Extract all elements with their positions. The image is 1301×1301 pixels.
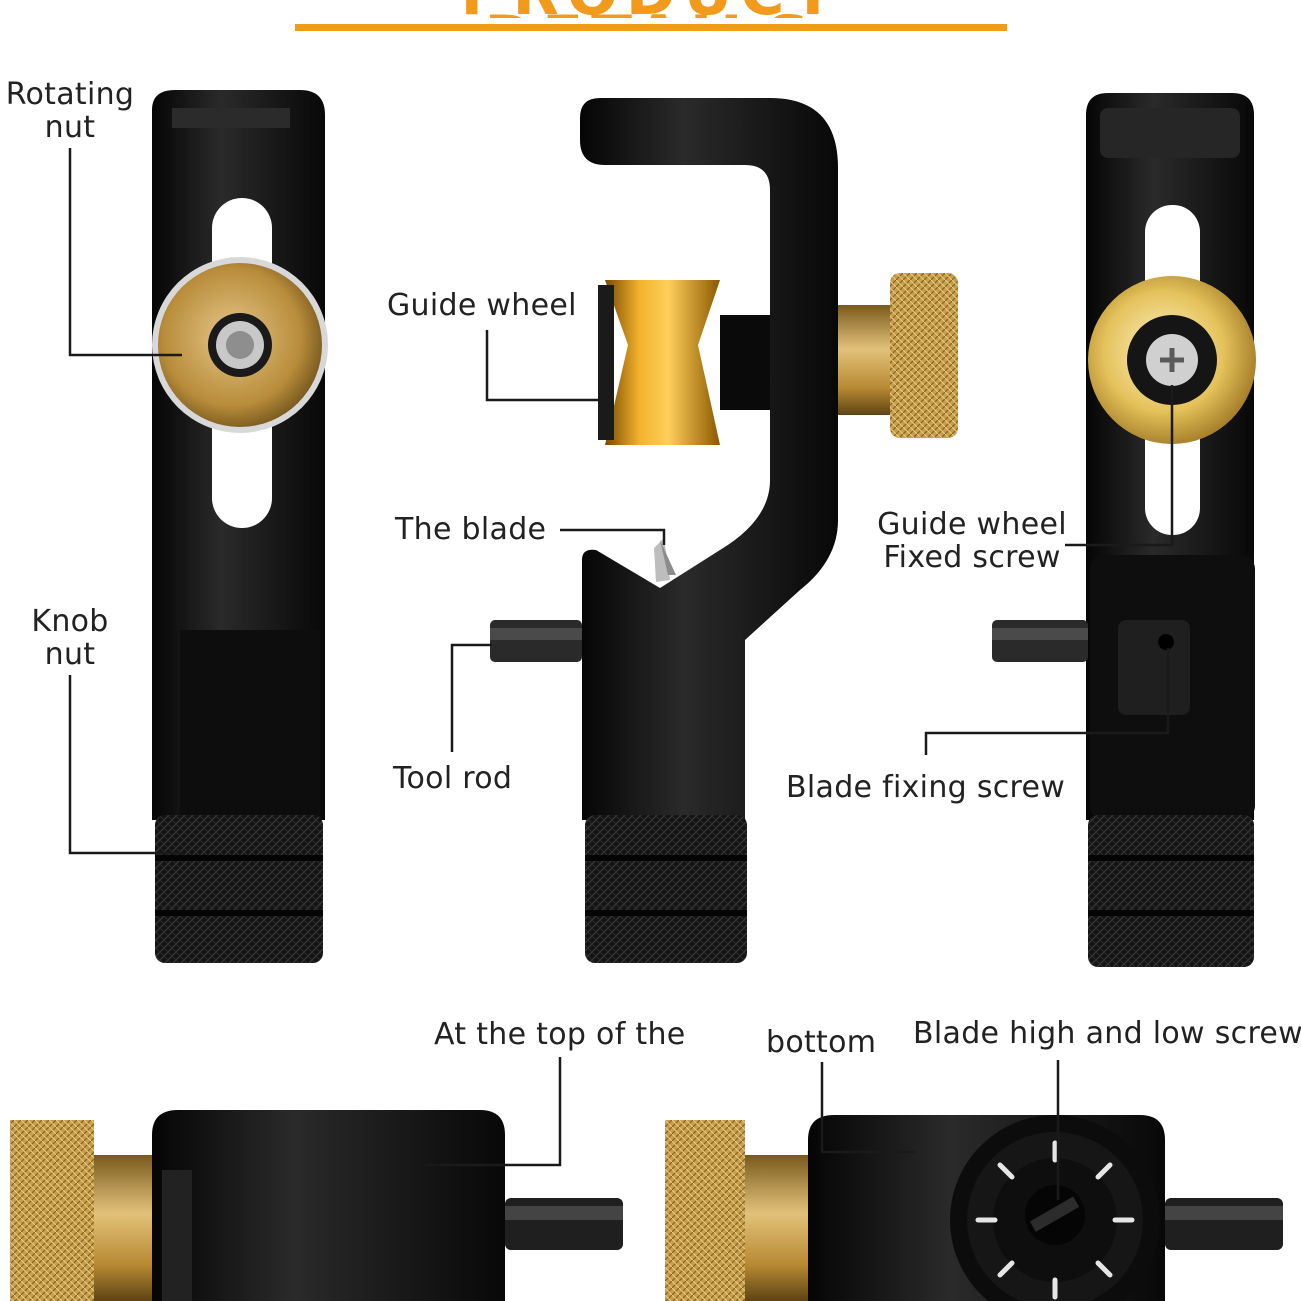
tool-front-view [152,90,328,963]
page-title: PRODUCT DETAILS [295,0,1007,18]
tool-rod [490,620,582,662]
label-knob-nut: Knob nut [31,604,109,672]
blade-fixing-screw [1158,634,1174,650]
guide-wheel [605,280,720,445]
tool-bottom-view [665,1115,1283,1301]
label-blade-fixing-screw: Blade fixing screw [786,770,1066,805]
tool-back-view [992,93,1256,967]
label-at-the-top: At the top of the [434,1017,686,1052]
label-rotating-nut: Rotating nut [5,77,135,145]
label-bottom: bottom [766,1025,877,1060]
label-tool-rod: Tool rod [393,761,513,796]
tool-top-view [10,1110,623,1301]
label-the-blade: The blade [395,512,547,547]
label-blade-high-low-screw: Blade high and low screw [913,1016,1301,1051]
label-guide-wheel: Guide wheel [387,288,577,323]
knob-nut [155,815,323,963]
leader-lines [68,148,1174,1200]
label-guide-wheel-fixed-screw: Guide wheel Fixed screw [877,507,1067,575]
title-underline [295,24,1007,31]
tool-side-view [490,98,958,963]
